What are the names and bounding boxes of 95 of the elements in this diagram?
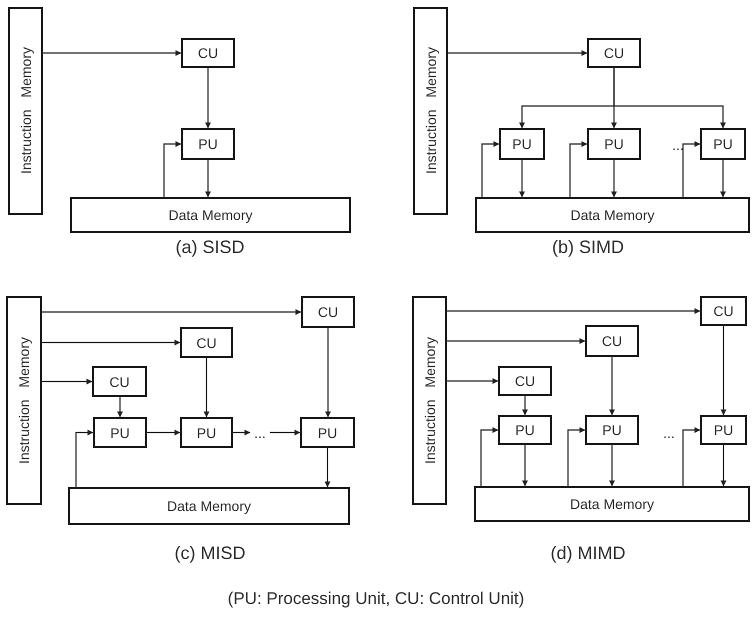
- memory-box: [68, 487, 350, 525]
- unit-box: [93, 417, 147, 448]
- ellipsis: ...: [663, 426, 675, 440]
- unit-box: [301, 296, 355, 328]
- memory-box: [412, 296, 447, 505]
- unit-box: [498, 366, 552, 396]
- arrow: [567, 427, 586, 486]
- unit-box: [587, 38, 641, 68]
- box-label: Instruction Memory: [422, 336, 436, 464]
- unit-box: [587, 128, 641, 160]
- box-label: Instruction Memory: [18, 47, 32, 175]
- arrow: [519, 160, 525, 198]
- unit-box: [181, 128, 235, 160]
- arrow: [720, 160, 726, 198]
- unit-box: [700, 296, 747, 326]
- arrow: [611, 160, 617, 198]
- unit-box: [498, 415, 552, 445]
- arrow: [609, 445, 615, 486]
- arrow: [480, 427, 498, 486]
- memory-box: [474, 486, 750, 522]
- arrow: [270, 430, 300, 436]
- box-label: PU: [713, 137, 733, 151]
- unit-box: [499, 128, 545, 160]
- arrow: [147, 430, 180, 436]
- box-label: CU: [514, 374, 536, 388]
- memory-box: [475, 197, 750, 233]
- unit-box: [585, 415, 639, 445]
- arrow: [720, 445, 726, 486]
- arrow: [205, 160, 211, 198]
- unit-box: [180, 417, 233, 448]
- arrow: [42, 309, 302, 315]
- box-label: Data Memory: [570, 208, 655, 222]
- arrow: [205, 68, 211, 128]
- unit-box: [180, 327, 233, 358]
- arrow: [43, 50, 182, 56]
- arrow: [522, 396, 528, 416]
- box-label: CU: [196, 336, 217, 350]
- arrow: [609, 357, 615, 416]
- box-label: PU: [714, 423, 734, 437]
- arrow: [522, 445, 528, 486]
- unit-box: [585, 325, 639, 357]
- arrow: [447, 338, 586, 344]
- arrow: [324, 448, 330, 488]
- box-label: PU: [110, 426, 130, 440]
- arrow: [448, 50, 588, 56]
- memory-box: [8, 7, 43, 215]
- arrow: [682, 141, 700, 197]
- arrow: [447, 308, 700, 314]
- panel-caption: (a) SISD: [175, 238, 244, 256]
- box-label: Instruction Memory: [424, 47, 438, 175]
- arrow: [447, 378, 498, 384]
- box-label: Data Memory: [570, 497, 654, 511]
- panel-caption: (d) MIMD: [550, 544, 626, 562]
- box-label: CU: [198, 46, 218, 60]
- unit-box: [181, 38, 235, 68]
- arrow: [233, 430, 250, 436]
- arrow: [75, 430, 94, 487]
- arrow: [720, 326, 726, 416]
- panel-caption: (c) MISD: [174, 544, 246, 562]
- memory-box: [70, 197, 351, 233]
- box-label: PU: [512, 137, 532, 151]
- box-label: PU: [198, 137, 218, 151]
- box-label: Instruction Memory: [17, 336, 31, 464]
- ellipsis: ...: [672, 138, 684, 152]
- box-label: PU: [318, 426, 338, 440]
- ellipsis: ...: [254, 426, 266, 440]
- unit-box: [300, 417, 355, 448]
- box-label: PU: [602, 423, 622, 437]
- arrow: [481, 141, 500, 197]
- box-label: Data Memory: [168, 208, 253, 222]
- box-label: CU: [602, 334, 622, 348]
- unit-box: [700, 128, 746, 160]
- arrow: [163, 141, 182, 197]
- box-label: PU: [515, 423, 535, 437]
- box-label: CU: [109, 374, 130, 388]
- box-label: PU: [196, 426, 216, 440]
- arrow: [42, 378, 92, 384]
- arrow: [569, 141, 588, 197]
- panel-caption: (b) SIMD: [552, 238, 624, 256]
- box-label: CU: [713, 304, 734, 318]
- box-label: Data Memory: [166, 499, 252, 513]
- unit-box: [700, 415, 747, 445]
- unit-box: [92, 366, 147, 397]
- arrow: [204, 358, 210, 418]
- memory-box: [413, 7, 448, 215]
- caption: (PU: Processing Unit, CU: Control Unit): [228, 590, 524, 607]
- arrow: [42, 340, 180, 346]
- box-label: PU: [604, 137, 624, 151]
- arrow: [117, 397, 123, 418]
- arrow: [613, 68, 726, 128]
- arrow: [325, 328, 331, 418]
- box-label: CU: [604, 46, 624, 60]
- arrow: [682, 427, 700, 486]
- memory-box: [6, 296, 42, 505]
- box-label: CU: [318, 305, 338, 319]
